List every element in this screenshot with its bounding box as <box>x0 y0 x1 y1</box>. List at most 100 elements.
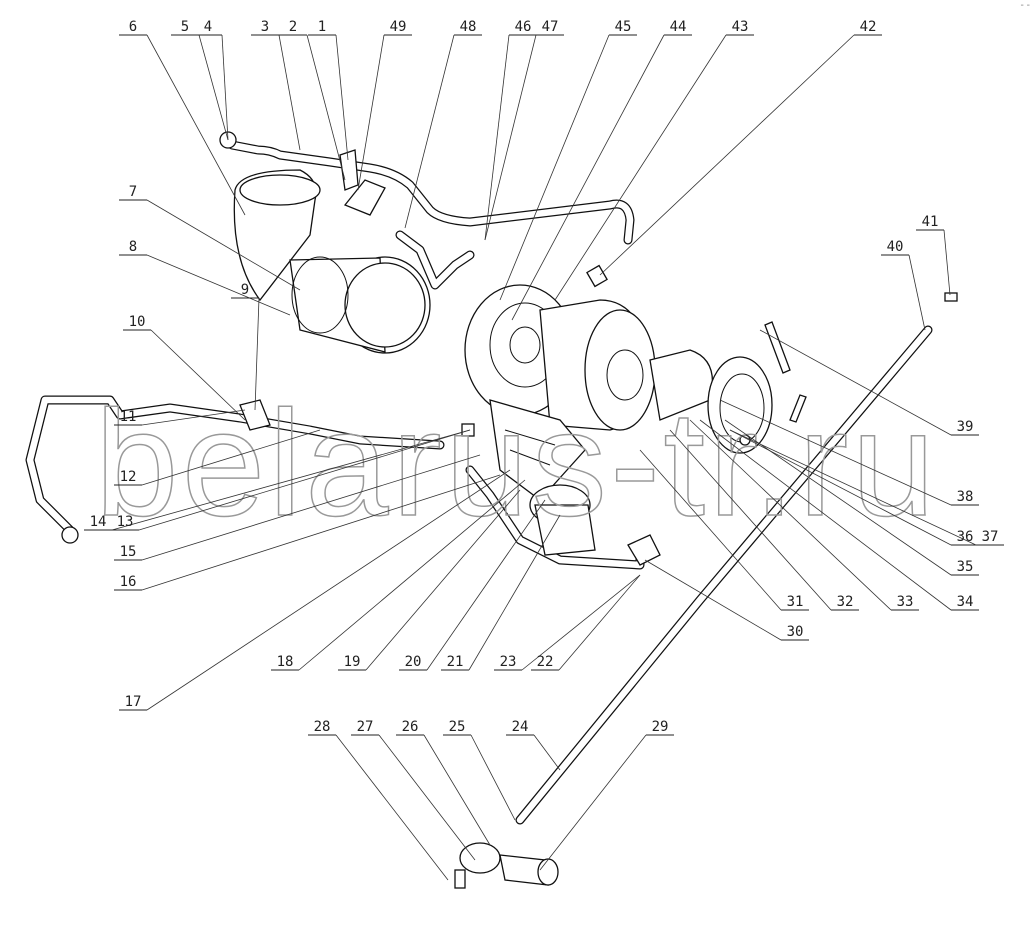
callout-21: 21 <box>441 514 561 671</box>
callout-7: 7 <box>119 184 301 291</box>
leader-line <box>426 499 546 671</box>
leader-line <box>639 449 782 611</box>
leader-line <box>470 734 516 821</box>
leader-line <box>146 469 511 711</box>
fitting-14 <box>61 526 79 544</box>
bracket-9 <box>239 399 271 431</box>
callout-34: 34 <box>699 419 979 611</box>
leader-line <box>644 559 782 641</box>
leader-line <box>539 734 647 871</box>
leader-line <box>111 429 471 531</box>
callout-49: 49 <box>357 19 412 191</box>
hose-21 <box>534 504 596 556</box>
callout-number: 29 <box>652 719 669 735</box>
callout-number: 2 <box>289 19 297 35</box>
callout-39: 39 <box>759 329 979 436</box>
callout-4: 4 <box>194 19 229 141</box>
callout-number: 8 <box>129 239 137 255</box>
callout-38: 38 <box>719 399 979 506</box>
callout-number: 46 <box>515 19 532 35</box>
callout-number: 37 <box>982 529 999 545</box>
leader-line <box>689 419 892 611</box>
callout-number: 21 <box>447 654 464 670</box>
callout-number: 15 <box>120 544 137 560</box>
callout-number: 11 <box>120 409 137 425</box>
leader-line <box>378 734 476 861</box>
fitting-41 <box>944 292 958 302</box>
callout-48: 48 <box>404 19 482 229</box>
callout-15: 15 <box>114 454 481 561</box>
callout-number: 41 <box>922 214 939 230</box>
callout-25: 25 <box>443 719 516 821</box>
leader-line <box>484 34 537 241</box>
callout-46: 46 <box>484 19 537 241</box>
callout-number: 3 <box>261 19 269 35</box>
callout-40: 40 <box>881 239 926 331</box>
callout-43: 43 <box>554 19 754 301</box>
leader-line <box>404 34 455 229</box>
callout-11: 11 <box>114 409 246 426</box>
leader-line <box>468 514 561 671</box>
callout-2: 2 <box>279 19 346 181</box>
callout-number: 31 <box>787 594 804 610</box>
leader-line <box>278 34 301 151</box>
callout-22: 22 <box>531 574 641 671</box>
callout-30: 30 <box>644 559 809 641</box>
callout-28: 28 <box>308 719 449 881</box>
clamp-7 <box>291 256 349 334</box>
tee-26 <box>459 842 501 874</box>
leader-line <box>141 429 321 486</box>
callout-16: 16 <box>114 474 501 591</box>
callout-23: 23 <box>494 574 641 671</box>
callout-number: 19 <box>344 654 361 670</box>
leader-line <box>558 574 641 671</box>
callout-number: 42 <box>860 19 877 35</box>
callout-number: 16 <box>120 574 137 590</box>
leader-line <box>759 329 952 436</box>
leader-line <box>150 329 246 421</box>
leader-line <box>511 34 665 321</box>
callout-31: 31 <box>639 449 809 611</box>
leader-line <box>198 34 229 141</box>
callout-44: 44 <box>511 19 692 321</box>
leader-line <box>908 254 926 331</box>
callout-number: 49 <box>390 19 407 35</box>
leader-line <box>335 34 349 161</box>
callout-8: 8 <box>119 239 291 316</box>
callout-number: 20 <box>405 654 422 670</box>
callout-number: 10 <box>129 314 146 330</box>
callout-number: 12 <box>120 469 137 485</box>
leader-line <box>599 34 855 276</box>
callout-9: 9 <box>231 282 260 411</box>
callout-number: 40 <box>887 239 904 255</box>
leader-line <box>499 34 610 301</box>
bolt-39 <box>764 321 791 374</box>
leader-line <box>141 454 481 561</box>
callout-5: 5 <box>171 19 229 141</box>
leader-line <box>729 429 952 546</box>
callout-number: 39 <box>957 419 974 435</box>
leader-line <box>554 34 727 301</box>
assembly-drawing <box>25 131 958 889</box>
callout-number: 34 <box>957 594 974 610</box>
callout-number: 26 <box>402 719 419 735</box>
callout-number: 32 <box>837 594 854 610</box>
leader-line <box>729 429 977 546</box>
callout-number: 5 <box>181 19 189 35</box>
callout-26: 26 <box>396 719 491 846</box>
callout-number: 4 <box>204 19 212 35</box>
leader-line <box>423 734 491 846</box>
callout-14: 14 <box>84 429 471 531</box>
leader-line <box>699 419 952 611</box>
leader-line <box>141 409 246 426</box>
leader-line <box>365 489 521 671</box>
callout-number: 7 <box>129 184 137 200</box>
callout-35: 35 <box>724 419 979 576</box>
callout-number: 23 <box>500 654 517 670</box>
leader-line <box>146 34 246 216</box>
callout-number: 25 <box>449 719 466 735</box>
leader-line <box>141 474 501 591</box>
watermark: belarus-tr.ru <box>95 379 935 547</box>
callout-1: 1 <box>308 19 349 161</box>
callout-number: 27 <box>357 719 374 735</box>
